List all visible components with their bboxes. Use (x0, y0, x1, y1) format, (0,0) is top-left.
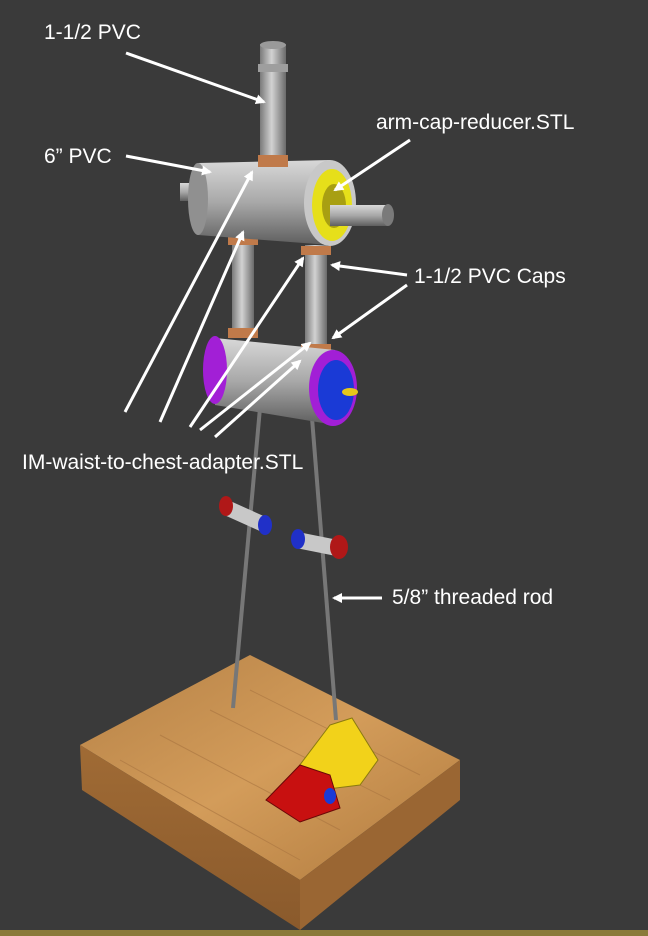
label-threaded-rod: 5/8” threaded rod (392, 586, 554, 609)
viewport-bottom-edge (0, 930, 648, 936)
label-pvc-small: 1-1/2 PVC (44, 21, 141, 44)
leader-arrows (123, 51, 411, 603)
label-arm-cap-reducer: arm-cap-reducer.STL (376, 111, 575, 134)
threaded-rods (231, 407, 338, 721)
floating-pipes (219, 496, 348, 559)
foot-part (265, 717, 379, 823)
label-pvc-caps: 1-1/2 PVC Caps (414, 265, 566, 288)
label-waist-adapter: IM-waist-to-chest-adapter.STL (22, 451, 304, 474)
top-pvc-pipe (258, 41, 288, 167)
wood-base (80, 655, 460, 930)
waist-tube (203, 336, 358, 426)
label-pvc-large: 6” PVC (44, 145, 112, 168)
